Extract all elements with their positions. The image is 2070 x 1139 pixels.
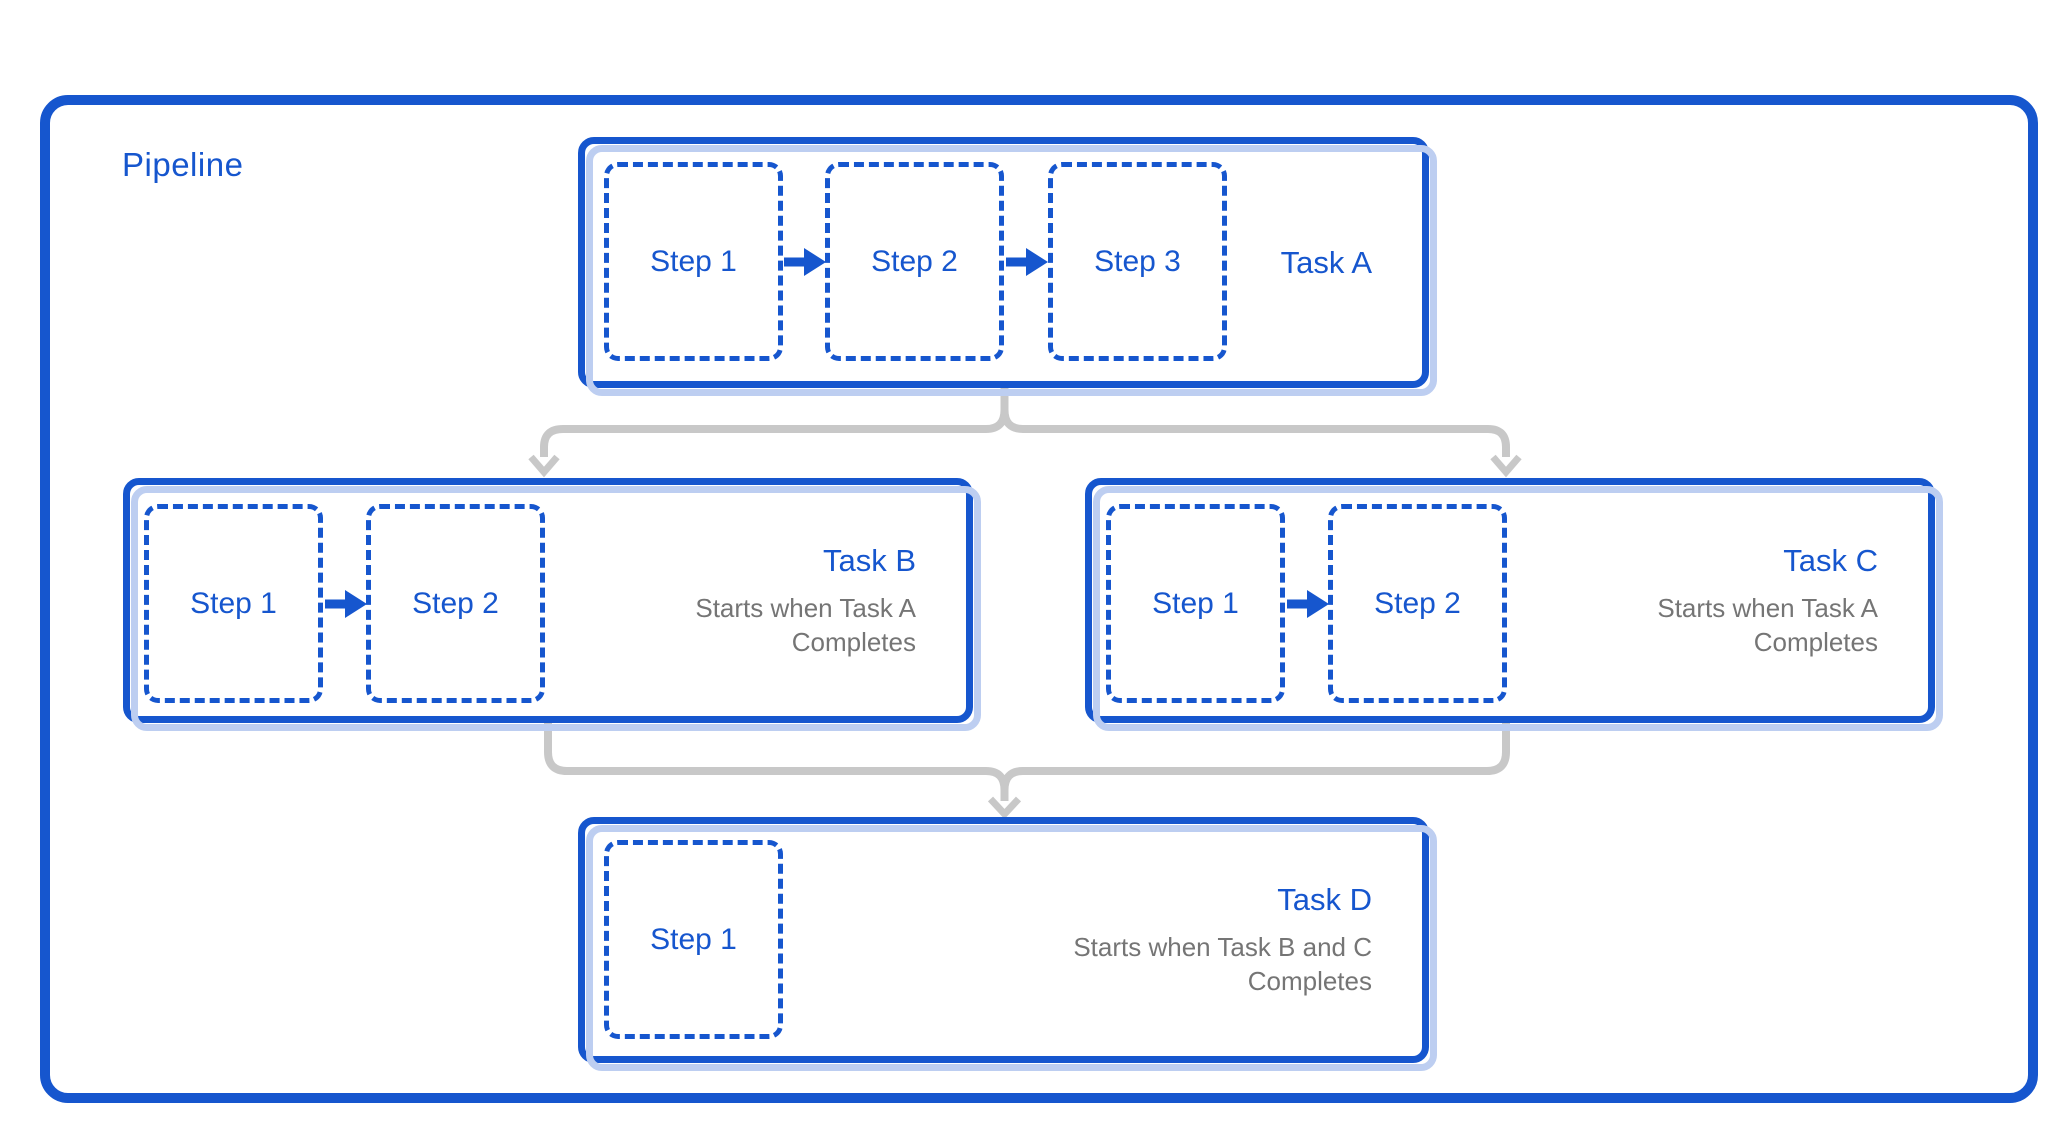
step-label: Step 1 bbox=[650, 922, 737, 956]
step-label: Step 2 bbox=[412, 586, 499, 620]
merge-connector-b-c-to-d bbox=[544, 721, 1510, 820]
task-subtitle-line: Starts when Task A bbox=[1657, 592, 1878, 623]
task-subtitle-line: Starts when Task B and C bbox=[1073, 932, 1372, 962]
task-info: Task D Starts when Task B and C Complete… bbox=[1073, 882, 1372, 998]
task-subtitle: Starts when Task A Completes bbox=[1657, 591, 1878, 659]
arrow-right-icon bbox=[1006, 248, 1048, 276]
task-card-d: Step 1 Task D Starts when Task B and C C… bbox=[578, 817, 1429, 1063]
arrow-right-icon bbox=[784, 248, 826, 276]
step-box: Step 2 bbox=[366, 504, 545, 703]
step-box: Step 3 bbox=[1048, 162, 1227, 361]
step-box: Step 1 bbox=[604, 162, 783, 361]
step-label: Step 3 bbox=[1094, 244, 1181, 278]
step-label: Step 1 bbox=[190, 586, 277, 620]
step-label: Step 2 bbox=[1374, 586, 1461, 620]
arrowhead-down-icon bbox=[987, 796, 1022, 820]
step-box: Step 2 bbox=[825, 162, 1004, 361]
step-label: Step 1 bbox=[650, 244, 737, 278]
task-subtitle-line: Starts when Task A bbox=[695, 592, 916, 623]
task-subtitle-line: Completes bbox=[1753, 626, 1878, 657]
task-title: Task D bbox=[1277, 882, 1372, 917]
step-box: Step 1 bbox=[144, 504, 323, 703]
step-box: Step 2 bbox=[1328, 504, 1507, 703]
task-info: Task A bbox=[1281, 245, 1372, 281]
task-subtitle-line: Completes bbox=[791, 626, 916, 657]
task-title: Task A bbox=[1280, 244, 1372, 280]
split-connector-a-to-b-c bbox=[528, 386, 1522, 478]
task-card-b: Step 1 Step 2 Task B Starts when Task A … bbox=[123, 478, 973, 723]
task-info: Task B Starts when Task A Completes bbox=[695, 543, 916, 659]
task-card-a: Step 1 Step 2 Step 3 Task A bbox=[578, 137, 1429, 388]
task-card-c: Step 1 Step 2 Task C Starts when Task A … bbox=[1085, 478, 1935, 723]
arrowhead-down-icon bbox=[1490, 454, 1522, 478]
arrow-right-icon bbox=[1287, 590, 1329, 618]
task-title: Task B bbox=[822, 542, 916, 578]
arrow-right-icon bbox=[325, 590, 367, 618]
step-box: Step 1 bbox=[604, 840, 783, 1039]
step-label: Step 1 bbox=[1152, 586, 1239, 620]
step-box: Step 1 bbox=[1106, 504, 1285, 703]
step-label: Step 2 bbox=[871, 244, 958, 278]
arrowhead-down-icon bbox=[528, 454, 560, 478]
task-subtitle: Starts when Task B and C Completes bbox=[1073, 930, 1372, 998]
task-info: Task C Starts when Task A Completes bbox=[1657, 543, 1878, 659]
task-title: Task C bbox=[1783, 542, 1878, 578]
pipeline-title: Pipeline bbox=[122, 146, 244, 183]
task-subtitle-line: Completes bbox=[1247, 966, 1372, 996]
task-subtitle: Starts when Task A Completes bbox=[695, 591, 916, 659]
